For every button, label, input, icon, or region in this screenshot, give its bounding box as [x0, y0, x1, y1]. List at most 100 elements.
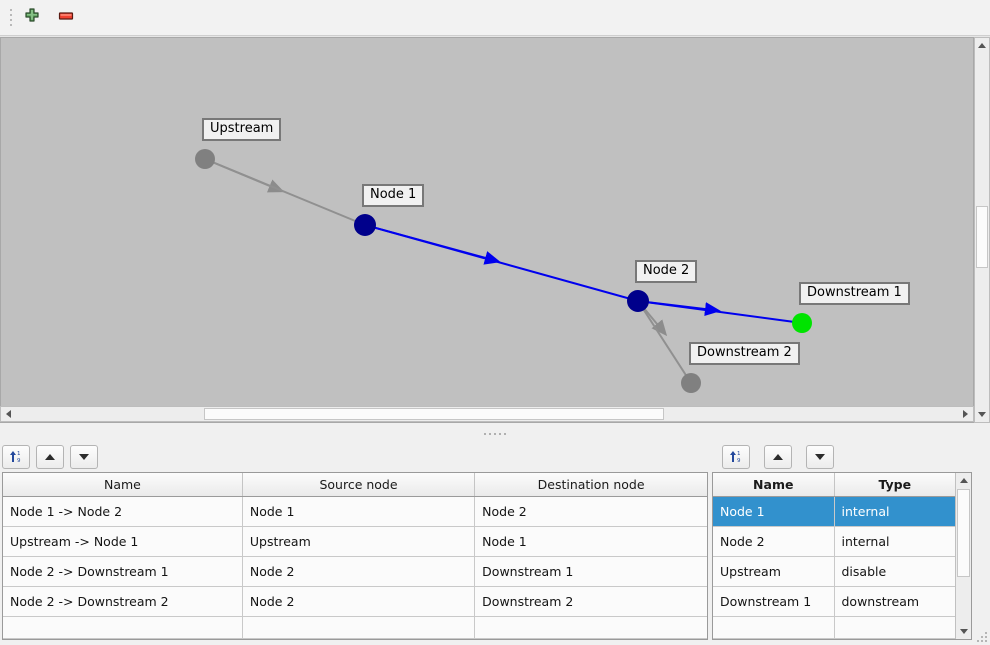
graph-vertical-scrollbar[interactable]	[974, 37, 990, 423]
graph-node-upstream[interactable]	[195, 149, 215, 169]
scroll-up-button[interactable]	[956, 473, 971, 488]
graph-node-label-downstream1[interactable]: Downstream 1	[799, 282, 910, 305]
graph-edge-node2-downstream1[interactable]	[637, 300, 803, 324]
edges-cell-destination[interactable]: Downstream 1	[474, 556, 707, 587]
graph-node-label-upstream[interactable]: Upstream	[202, 118, 282, 141]
nodes-cell-type[interactable]: downstream	[834, 586, 955, 617]
graph-vscroll-thumb[interactable]	[976, 206, 988, 268]
nodes-table-header-row: Name Type	[713, 473, 955, 497]
nodes-column-header-name[interactable]: Name	[713, 473, 835, 497]
edges-table-header-row: Name Source node Destination node	[3, 473, 707, 497]
graph-node-label-node2[interactable]: Node 2	[635, 260, 698, 283]
edges-move-up-button[interactable]	[36, 445, 64, 469]
splitter-handle[interactable]	[0, 430, 990, 438]
chevron-down-icon	[978, 412, 986, 417]
nodes-cell-type[interactable]: internal	[834, 496, 955, 527]
edges-sort-button[interactable]: 1 9	[2, 445, 30, 469]
edges-cell-source[interactable]: Node 2	[242, 586, 476, 617]
red-minus-icon	[57, 7, 75, 28]
sort-ascending-icon: 1 9	[728, 448, 744, 467]
edges-cell-name[interactable]: Node 1 -> Node 2	[3, 496, 243, 527]
main-toolbar	[0, 0, 990, 36]
nodes-column-header-type[interactable]: Type	[834, 473, 955, 497]
edges-table: Name Source node Destination node Node 1…	[3, 473, 707, 639]
table-row[interactable]: Node 2 -> Downstream 2 Node 2 Downstream…	[3, 586, 707, 617]
sort-ascending-icon: 1 9	[8, 448, 24, 467]
edges-cell-destination[interactable]: Node 1	[474, 526, 707, 557]
scroll-right-button[interactable]	[958, 407, 973, 421]
chevron-down-icon	[959, 628, 968, 634]
scroll-down-button[interactable]	[975, 407, 989, 422]
table-row[interactable]: Upstream -> Node 1 Upstream Node 1	[3, 526, 707, 557]
edges-table-container[interactable]: Name Source node Destination node Node 1…	[2, 472, 708, 640]
chevron-up-icon	[959, 478, 968, 483]
nodes-table-container[interactable]: Name Type Node 1 internal Node 2 interna…	[712, 472, 972, 640]
remove-button[interactable]	[53, 5, 79, 31]
graph-node-label-node1[interactable]: Node 1	[362, 184, 425, 207]
edges-panel: 1 9 Name	[0, 442, 710, 645]
nodes-sort-button[interactable]: 1 9	[722, 445, 750, 469]
svg-text:9: 9	[737, 458, 741, 464]
arrow-down-icon	[79, 454, 89, 460]
graph-horizontal-scrollbar[interactable]	[0, 406, 974, 422]
table-row[interactable]: Node 1 -> Node 2 Node 1 Node 2	[3, 496, 707, 527]
nodes-cell-name[interactable]: Downstream 1	[713, 586, 835, 617]
nodes-cell-type[interactable]: disable	[834, 556, 955, 587]
nodes-move-down-button[interactable]	[806, 445, 834, 469]
edges-cell-name[interactable]: Upstream -> Node 1	[3, 526, 243, 557]
nodes-toolbar: 1 9	[710, 442, 990, 472]
edges-move-down-button[interactable]	[70, 445, 98, 469]
table-row[interactable]: Node 2 -> Downstream 1 Node 2 Downstream…	[3, 556, 707, 587]
graph-node-downstream1[interactable]	[792, 313, 812, 333]
graph-canvas[interactable]: Upstream Node 1 Node 2 Downstream 1 Down…	[0, 37, 974, 423]
svg-text:1: 1	[17, 451, 21, 457]
table-row[interactable]: Node 2 internal	[713, 526, 955, 557]
chevron-left-icon	[6, 410, 11, 418]
svg-text:1: 1	[737, 451, 741, 457]
table-row-empty[interactable]	[3, 616, 707, 639]
graph-edge-node2-downstream2[interactable]	[637, 300, 692, 384]
scroll-down-button[interactable]	[956, 624, 971, 639]
arrow-up-icon	[45, 454, 55, 460]
edges-cell-source[interactable]: Node 1	[242, 496, 476, 527]
edges-column-header-source[interactable]: Source node	[242, 473, 476, 497]
graph-edge-node1-node2[interactable]	[364, 224, 639, 302]
nodes-move-up-button[interactable]	[764, 445, 792, 469]
green-plus-icon	[23, 7, 41, 28]
nodes-scroll-thumb[interactable]	[957, 489, 970, 577]
table-row[interactable]: Node 1 internal	[713, 496, 955, 527]
edges-toolbar: 1 9	[0, 442, 710, 472]
table-row[interactable]: Downstream 1 downstream	[713, 586, 955, 617]
edges-cell-destination[interactable]: Node 2	[474, 496, 707, 527]
add-button[interactable]	[19, 5, 45, 31]
nodes-cell-name[interactable]: Upstream	[713, 556, 835, 587]
graph-edge-upstream-node1[interactable]	[204, 158, 366, 226]
edges-column-header-destination[interactable]: Destination node	[474, 473, 707, 497]
graph-node-node2[interactable]	[627, 290, 649, 312]
graph-node-downstream2[interactable]	[681, 373, 701, 393]
edges-cell-name[interactable]: Node 2 -> Downstream 2	[3, 586, 243, 617]
svg-text:9: 9	[17, 458, 21, 464]
arrow-up-icon	[773, 454, 783, 460]
graph-hscroll-thumb[interactable]	[204, 408, 664, 420]
nodes-cell-type[interactable]: internal	[834, 526, 955, 557]
edges-cell-source[interactable]: Upstream	[242, 526, 476, 557]
scroll-left-button[interactable]	[1, 407, 16, 421]
edges-cell-destination[interactable]: Downstream 2	[474, 586, 707, 617]
edges-column-header-name[interactable]: Name	[3, 473, 243, 497]
nodes-table: Name Type Node 1 internal Node 2 interna…	[713, 473, 955, 639]
nodes-cell-name[interactable]: Node 1	[713, 496, 835, 527]
window-resize-grip[interactable]	[975, 630, 987, 642]
edges-cell-source[interactable]: Node 2	[242, 556, 476, 587]
graph-node-node1[interactable]	[354, 214, 376, 236]
nodes-cell-name[interactable]: Node 2	[713, 526, 835, 557]
toolbar-drag-handle[interactable]	[6, 7, 15, 29]
graph-svg	[195, 149, 812, 393]
scroll-up-button[interactable]	[975, 38, 989, 53]
nodes-table-scrollbar[interactable]	[955, 473, 971, 639]
table-row[interactable]: Upstream disable	[713, 556, 955, 587]
table-row-empty[interactable]	[713, 616, 955, 639]
edges-cell-name[interactable]: Node 2 -> Downstream 1	[3, 556, 243, 587]
graph-node-label-downstream2[interactable]: Downstream 2	[689, 342, 800, 365]
